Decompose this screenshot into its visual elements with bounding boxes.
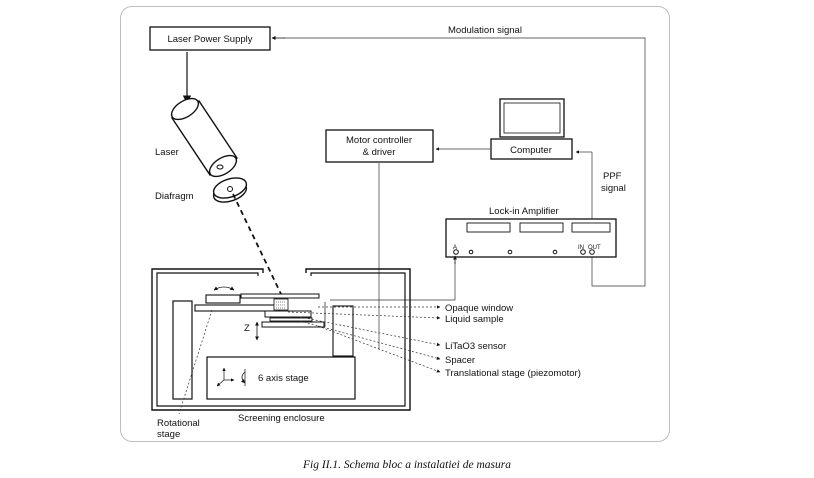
rotational-stage	[172, 286, 280, 400]
screening-enclosure	[151, 268, 411, 411]
litao3-sensor-label: LiTaO3 sensor	[445, 341, 506, 352]
screening-enclosure-label: Screening enclosure	[238, 413, 325, 424]
lockin-port-in: IN	[578, 245, 584, 251]
modulation-signal-line	[284, 37, 646, 270]
spacer-leader	[299, 320, 441, 360]
rotational-label-line2: stage	[157, 429, 180, 440]
ppf-label-line1: PPF	[603, 171, 622, 182]
spacer-label: Spacer	[445, 355, 475, 366]
modulation-to-lockin-line	[591, 256, 646, 287]
laser-label: Laser	[155, 147, 179, 158]
opaque-window-label: Opaque window	[445, 303, 513, 314]
sample-stack	[240, 293, 354, 357]
laser-power-supply-box	[149, 26, 271, 51]
six-axis-stage	[206, 356, 356, 400]
laser-body	[170, 97, 238, 178]
translational-stage-leader	[317, 325, 441, 373]
computer-monitor	[499, 98, 565, 138]
diafragm-disc	[212, 177, 248, 203]
motor-controller-label-line1: Motor controller	[346, 135, 412, 146]
lockin-port-out: OUT	[588, 245, 601, 251]
z-axis-label: Z	[244, 323, 250, 334]
modulation-signal-label: Modulation signal	[448, 25, 522, 36]
lockin-label: Lock-in Amplifier	[489, 206, 559, 217]
laser-power-supply-label: Laser Power Supply	[167, 34, 252, 45]
computer-box	[490, 138, 573, 160]
ppf-label-line2: signal	[601, 183, 626, 194]
motor-controller-label-line2: & driver	[363, 147, 396, 158]
liquid-sample-label: Liquid sample	[445, 314, 504, 325]
figure-caption: Fig II.1. Schema bloc a instalatiei de m…	[303, 459, 511, 471]
lockin-amplifier	[445, 218, 617, 258]
sensor-signal-line	[330, 262, 456, 301]
computer-label: Computer	[510, 145, 552, 156]
motor-controller-box	[325, 129, 434, 163]
diafragm-label: Diafragm	[155, 191, 194, 202]
translational-stage-label: Translational stage (piezomotor)	[445, 368, 581, 379]
liquid-sample-leader	[287, 311, 441, 320]
lockin-port-a: A	[453, 245, 457, 251]
laser-beam	[232, 193, 282, 295]
rotational-label-line1: Rotational	[157, 418, 200, 429]
litao3-sensor-leader	[299, 316, 441, 347]
six-axis-stage-label: 6 axis stage	[258, 373, 309, 384]
